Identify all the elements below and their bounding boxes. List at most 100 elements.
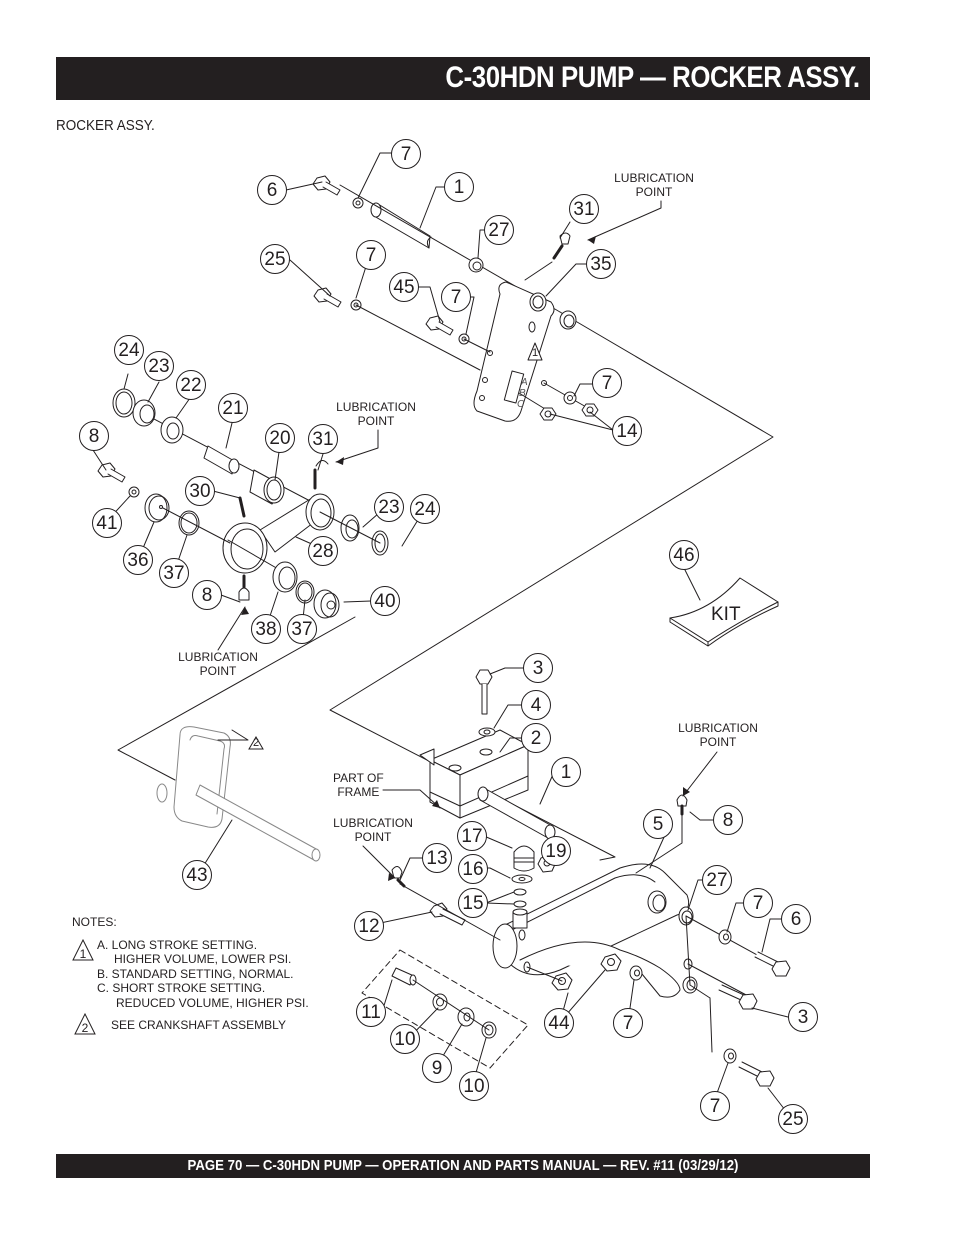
callout-25: 25 [778, 1104, 808, 1134]
callout-31: 31 [569, 194, 599, 224]
arrowheads [241, 236, 690, 881]
lubrication-point-label: LUBRICATION POINT [336, 400, 416, 428]
callout-21: 21 [218, 393, 248, 423]
callout-23: 23 [374, 492, 404, 522]
page-title: C-30HDN PUMP — ROCKER ASSY. [445, 61, 861, 94]
nuts-14 [518, 382, 599, 421]
callout-30: 30 [185, 476, 215, 506]
callout-38: 38 [251, 614, 281, 644]
lubrication-label-line1: LUBRICATION [336, 400, 416, 414]
grease-fitting-31-top [524, 232, 571, 281]
callout-19: 19 [541, 836, 571, 866]
header-bar: C-30HDN PUMP — ROCKER ASSY. [56, 57, 870, 100]
callout-7: 7 [700, 1091, 730, 1121]
pin-kit [361, 949, 529, 1069]
callout-43: 43 [182, 860, 212, 890]
right-bearing [272, 561, 340, 619]
assembly-guide-lines [117, 311, 774, 861]
callout-24: 24 [410, 494, 440, 524]
callout-7: 7 [356, 240, 386, 270]
callout-8: 8 [192, 580, 222, 610]
lubrication-point-label: LUBRICATION POINT [178, 650, 258, 678]
note-2-marker-drawing: 2 [253, 737, 260, 749]
lubrication-point-label: LUBRICATION POINT [333, 816, 413, 844]
frame-label-line1: PART OF [333, 771, 384, 785]
callout-7: 7 [743, 888, 773, 918]
callout-7: 7 [613, 1008, 643, 1038]
callout-12: 12 [354, 911, 384, 941]
callout-7: 7 [391, 139, 421, 169]
note-1-marker-drawing: 1 [532, 347, 539, 359]
lubrication-label-line2: POINT [699, 735, 737, 749]
frame-label-line2: FRAME [337, 785, 380, 799]
callout-3: 3 [523, 653, 553, 683]
bolt-12 [391, 866, 501, 941]
callout-1: 1 [444, 172, 474, 202]
callout-37: 37 [159, 558, 189, 588]
callout-13: 13 [422, 843, 452, 873]
callout-2: 2 [521, 723, 551, 753]
callout-6: 6 [781, 904, 811, 934]
lubrication-label-line1: LUBRICATION [333, 816, 413, 830]
hole-setting-b: B [519, 388, 526, 399]
note-1-line-c2: REDUCED VOLUME, HIGHER PSI. [116, 995, 309, 1010]
callout-36: 36 [123, 545, 153, 575]
callout-4: 4 [521, 690, 551, 720]
lubrication-point-label: LUBRICATION POINT [614, 171, 694, 199]
lubrication-point-label: LUBRICATION POINT [678, 721, 758, 749]
callout-46: 46 [669, 540, 699, 570]
callout-41: 41 [92, 508, 122, 538]
callout-35: 35 [586, 249, 616, 279]
lubrication-label-line2: POINT [354, 830, 392, 844]
callout-15: 15 [458, 888, 488, 918]
lubrication-label-line2: POINT [199, 664, 237, 678]
callout-44: 44 [544, 1008, 574, 1038]
bearing-stack [112, 388, 313, 505]
rocker-arm [473, 281, 577, 422]
lower-nuts [526, 953, 643, 991]
hole-setting-c: C [517, 399, 525, 410]
crankshaft [156, 726, 321, 862]
connecting-rod [222, 460, 389, 601]
callout-5: 5 [643, 809, 673, 839]
clamp-block [419, 669, 529, 819]
note-1-line-a2: HIGHER VOLUME, LOWER PSI. [114, 952, 292, 966]
callout-25: 25 [260, 244, 290, 274]
part-of-frame-label: PART OF FRAME [333, 771, 384, 799]
callout-31: 31 [308, 424, 338, 454]
lubrication-label-line1: LUBRICATION [678, 721, 758, 735]
footer-bar: PAGE 70 — C-30HDN PUMP — OPERATION AND P… [56, 1154, 870, 1178]
callout-16: 16 [458, 854, 488, 884]
callout-27: 27 [484, 215, 514, 245]
callout-37: 37 [287, 614, 317, 644]
callout-28: 28 [308, 536, 338, 566]
note-1-line-b: B. STANDARD SETTING, NORMAL. [97, 966, 294, 981]
kit-package [669, 577, 779, 647]
rocker-shaft-bottom [477, 786, 556, 840]
note-2-marker: 2 [82, 1021, 89, 1035]
note-1-marker: 1 [80, 947, 87, 961]
bolts-25-45 [313, 287, 491, 371]
callout-24: 24 [114, 335, 144, 365]
note-2-text: SEE CRANKSHAFT ASSEMBLY [111, 1018, 286, 1032]
callout-10: 10 [390, 1024, 420, 1054]
callout-27: 27 [702, 865, 732, 895]
callout-1: 1 [551, 757, 581, 787]
callout-9: 9 [422, 1053, 452, 1083]
callout-45: 45 [389, 272, 419, 302]
section-label: ROCKER ASSY. [56, 117, 155, 134]
kit-label: KIT [711, 604, 741, 625]
notes-block: NOTES: 1 A. LONG STROKE SETTING. HIGHER … [72, 915, 309, 1035]
note-1-triangle-icon: 1 [72, 939, 94, 961]
callout-10: 10 [459, 1071, 489, 1101]
callout-22: 22 [176, 370, 206, 400]
note-1-line-a: A. LONG STROKE SETTING. [97, 937, 258, 952]
lubrication-label-line1: LUBRICATION [614, 171, 694, 185]
note-2-triangle-icon: 2 [74, 1013, 96, 1035]
lubrication-label-line2: POINT [357, 414, 395, 428]
callout-17: 17 [457, 821, 487, 851]
callout-7: 7 [441, 282, 471, 312]
note-1-line-c: C. SHORT STROKE SETTING. [97, 981, 266, 995]
left-end-cap [97, 462, 231, 544]
right-bolts [685, 915, 791, 1087]
